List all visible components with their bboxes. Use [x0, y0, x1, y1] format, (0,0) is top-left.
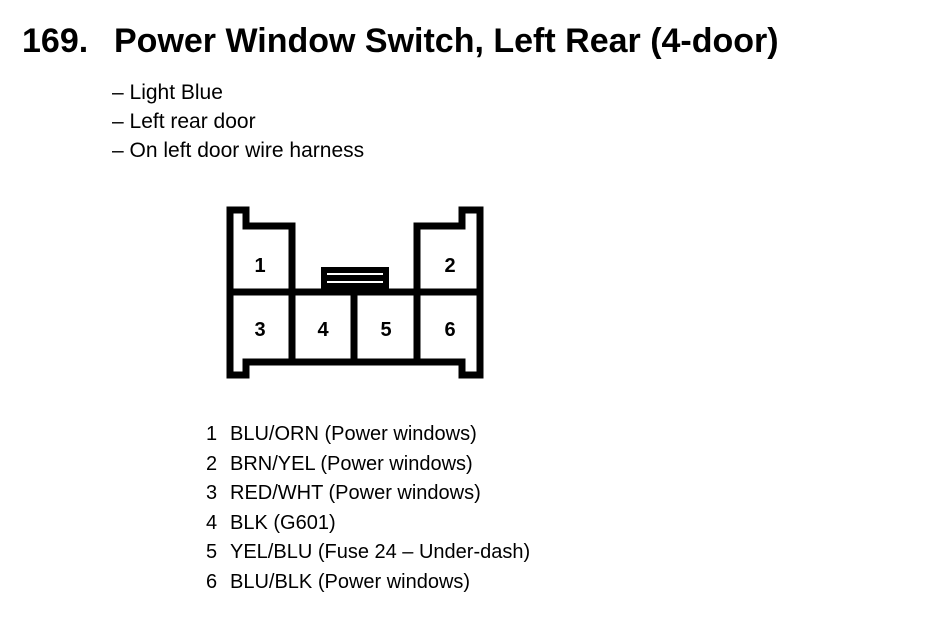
component-details: – Light Blue – Left rear door – On left … — [112, 78, 364, 165]
page-title: 169. Power Window Switch, Left Rear (4-do… — [22, 22, 779, 61]
pin-description: BLK (G601) — [230, 511, 336, 534]
cavity-2-label: 2 — [444, 255, 455, 277]
pin-number: 5 — [206, 541, 218, 563]
cavity-1-label: 1 — [254, 255, 265, 277]
pin-row: 6 BLU/BLK (Power windows) — [206, 568, 530, 598]
pin-description: BLU/ORN (Power windows) — [230, 423, 477, 445]
component-number: 169. — [22, 22, 89, 60]
pin-description: RED/WHT (Power windows) — [230, 482, 481, 504]
pin-number: 4 — [206, 511, 218, 534]
pin-number: 1 — [206, 423, 218, 445]
detail-color: – Light Blue — [112, 81, 223, 104]
detail-harness: – On left door wire harness — [112, 139, 365, 162]
cavity-4-label: 4 — [317, 319, 329, 341]
pin-row: 4 BLK (G601) — [206, 509, 530, 539]
pin-description: YEL/BLU (Fuse 24 – Under-dash) — [230, 541, 531, 563]
pin-row: 2 BRN/YEL (Power windows) — [206, 450, 530, 480]
pin-row: 3 RED/WHT (Power windows) — [206, 479, 530, 509]
cavity-3-label: 3 — [254, 319, 265, 341]
pin-description: BLU/BLK (Power windows) — [230, 570, 471, 593]
pin-number: 2 — [206, 452, 218, 475]
pin-number: 3 — [206, 482, 218, 504]
detail-location: – Left rear door — [112, 110, 256, 133]
cavity-5-label: 5 — [380, 319, 391, 341]
cavity-6-label: 6 — [444, 319, 455, 341]
pin-list: 1 BLU/ORN (Power windows) 2 BRN/YEL (Power… — [206, 420, 530, 597]
component-title: Power Window Switch, Left Rear (4-door) — [114, 22, 779, 60]
connector-diagram: 1 2 3 4 5 6 — [226, 206, 484, 379]
pin-row: 1 BLU/ORN (Power windows) — [206, 420, 530, 450]
pin-row: 5 YEL/BLU (Fuse 24 – Under-dash) — [206, 538, 530, 568]
pin-number: 6 — [206, 570, 218, 593]
pin-description: BRN/YEL (Power windows) — [230, 452, 473, 475]
connector-outline — [226, 206, 484, 379]
